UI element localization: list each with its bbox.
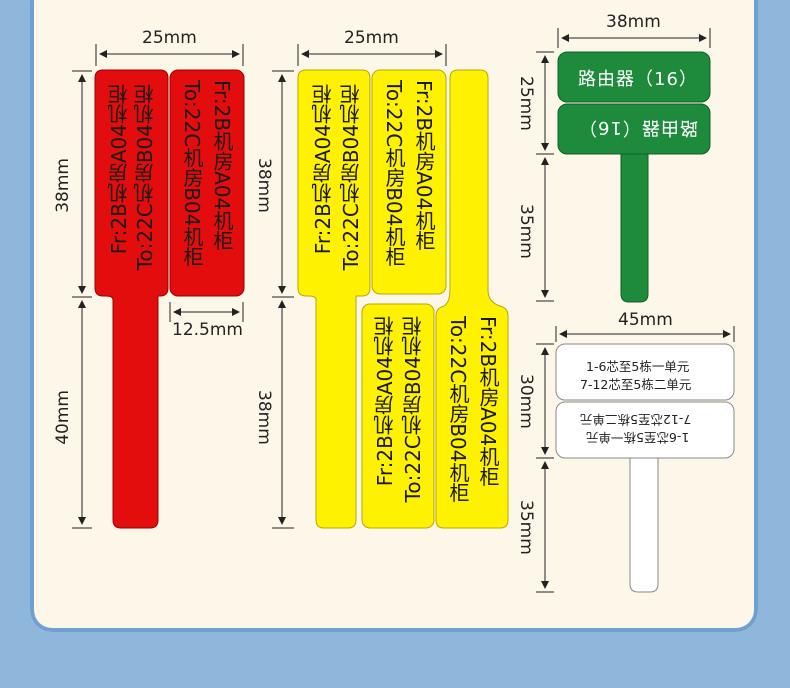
yellow-right-fr-text: Fr:2B机房A04机柜 bbox=[412, 80, 436, 251]
white-head-dim: 30mm bbox=[516, 374, 536, 429]
red-top-dim: 38mm bbox=[53, 158, 73, 213]
white-line2-text-flipped: 7-12芯至5栋二单元 bbox=[580, 412, 692, 427]
yellow-label bbox=[297, 69, 509, 529]
red-width-dim: 25mm bbox=[142, 28, 197, 48]
yellow-lower-to-text: To:22C机房B04机柜 bbox=[401, 316, 425, 503]
red-tail-dim: 40mm bbox=[53, 390, 73, 445]
white-tail-dim: 35mm bbox=[516, 500, 536, 555]
green-head-dim: 25mm bbox=[516, 76, 536, 131]
green-router-text: 路由器（16） bbox=[578, 69, 698, 90]
yellow-top-dim: 38mm bbox=[254, 158, 274, 213]
yellow-right-to-text: To:22C机房B04机柜 bbox=[382, 80, 406, 267]
yellow-tab-to-text: To:22C机房B04机柜 bbox=[446, 316, 470, 503]
red-half-dim: 12.5mm bbox=[172, 320, 243, 340]
green-width-dim: 38mm bbox=[606, 12, 661, 32]
yellow-tail-dim: 38mm bbox=[254, 390, 274, 445]
white-label bbox=[555, 343, 735, 593]
yellow-width-dim: 25mm bbox=[344, 28, 399, 48]
yellow-lower-fr-text: Fr:2B机房A04机柜 bbox=[373, 316, 397, 487]
red-right-fr-text: Fr:2B机房A04机柜 bbox=[210, 80, 234, 251]
green-router-text-flipped: 路由器（16） bbox=[578, 117, 698, 138]
white-line1-text-flipped: 1-6芯至5栋一单元 bbox=[586, 430, 690, 445]
red-label bbox=[94, 69, 245, 529]
green-tail-dim: 35mm bbox=[516, 204, 536, 259]
red-to-text: To:22C机房B04机柜 bbox=[133, 84, 157, 271]
green-label bbox=[557, 51, 711, 303]
white-width-dim: 45mm bbox=[618, 310, 673, 330]
yellow-fr-text: Fr:2B机房A04机柜 bbox=[311, 84, 335, 255]
yellow-tab-fr-text: Fr:2B机房A04机柜 bbox=[476, 316, 500, 487]
yellow-to-text: To:22C机房B04机柜 bbox=[339, 84, 363, 271]
red-right-to-text: To:22C机房B04机柜 bbox=[180, 80, 204, 267]
dimension-lines bbox=[72, 28, 735, 593]
red-fr-text: Fr:2B机房A04机柜 bbox=[107, 84, 131, 255]
white-line2-text: 7-12芯至5栋二单元 bbox=[580, 377, 692, 392]
white-line1-text: 1-6芯至5栋一单元 bbox=[586, 359, 690, 374]
